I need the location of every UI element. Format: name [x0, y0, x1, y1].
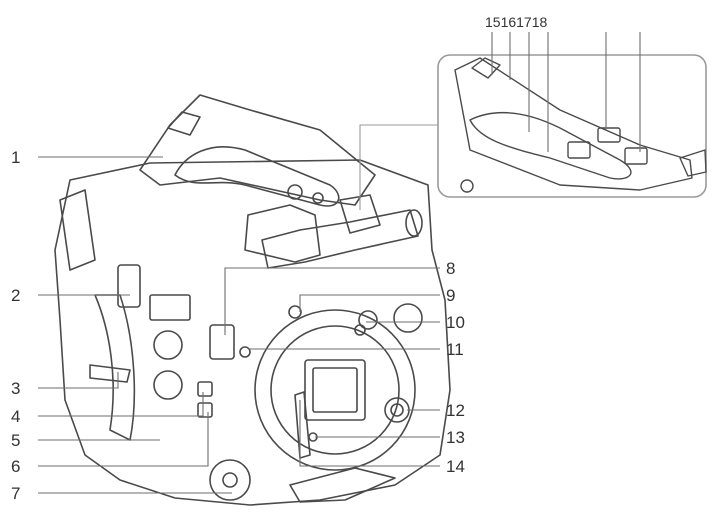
- inset-slot-c: [624, 147, 648, 165]
- lens-lock-lever: [294, 391, 311, 459]
- leader-line-3: [38, 372, 119, 389]
- top-handle: [139, 94, 376, 206]
- leader-lines-right: [224, 267, 440, 467]
- image-sensor-inner: [312, 367, 358, 413]
- microphone: [261, 209, 419, 269]
- callout-11: 11: [446, 340, 464, 359]
- callout-4: 4: [11, 407, 20, 426]
- inset-slot-a: [567, 141, 591, 159]
- dial-lower: [153, 370, 183, 400]
- switch-a: [197, 381, 213, 397]
- accessory-shoe: [167, 111, 201, 136]
- mic-holder: [244, 204, 321, 263]
- handle-grip: [174, 146, 340, 207]
- callout-5: 5: [11, 431, 20, 450]
- callout-1: 1: [11, 148, 20, 167]
- leader-line-8: [224, 267, 440, 335]
- inset-mic: [679, 149, 707, 177]
- jog-dial-center: [222, 472, 238, 488]
- right-side-button-inner: [390, 403, 404, 417]
- callout-10: 10: [446, 313, 465, 332]
- rear-knob: [393, 303, 423, 333]
- small-knob-11: [239, 346, 251, 358]
- mount-lever: [358, 310, 378, 330]
- handle-lever-3: [89, 364, 131, 383]
- handle-knob-2: [312, 192, 324, 204]
- handle-knob: [287, 184, 303, 200]
- inset-knob: [460, 179, 474, 193]
- inset-handle: [454, 57, 693, 191]
- inset-shoe: [471, 57, 501, 79]
- inset-grip: [469, 112, 632, 180]
- leader-line-14: [299, 400, 440, 467]
- jog-dial: [209, 459, 251, 501]
- callout-labels-right: 8 9 10 11 12 13 14: [446, 259, 465, 476]
- camera-body-outline: [54, 159, 451, 506]
- lens-mount-inner: [270, 325, 400, 455]
- front-connector-b: [209, 324, 235, 360]
- image-sensor: [304, 359, 366, 421]
- callout-9: 9: [446, 286, 455, 305]
- bottom-plate: [289, 467, 396, 503]
- mic-front: [405, 209, 423, 237]
- inset-slot-b: [597, 127, 621, 143]
- rear-part: [59, 189, 96, 271]
- dial-upper: [153, 330, 183, 360]
- callout-12: 12: [446, 401, 465, 420]
- lens-mount-ring: [254, 309, 416, 471]
- small-knob-9: [288, 305, 302, 319]
- vents: [149, 294, 191, 321]
- side-knob-10: [354, 324, 366, 336]
- leader-line-9: [299, 294, 440, 312]
- callout-labels-left: 1 2 3 4 5 6 7: [11, 148, 20, 503]
- callout-7: 7: [11, 484, 20, 503]
- leader-lines-top: [359, 32, 641, 210]
- inset-connector: [359, 124, 438, 210]
- switch-b: [197, 402, 213, 418]
- leader-line-6: [38, 412, 209, 467]
- inset-frame: [437, 54, 707, 198]
- callout-2: 2: [11, 286, 20, 305]
- callout-labels-top: 15161718: [485, 14, 548, 30]
- callout-6: 6: [11, 457, 20, 476]
- right-side-button: [384, 397, 410, 423]
- leader-lines-left: [38, 156, 232, 494]
- callout-14: 14: [446, 457, 465, 476]
- inset-detail: [437, 54, 707, 198]
- callout-15-18: 15161718: [485, 14, 548, 30]
- callout-3: 3: [11, 379, 20, 398]
- callout-13: 13: [446, 428, 465, 447]
- leader-line-4: [38, 392, 204, 417]
- callout-8: 8: [446, 259, 455, 278]
- front-connector-a: [117, 264, 141, 308]
